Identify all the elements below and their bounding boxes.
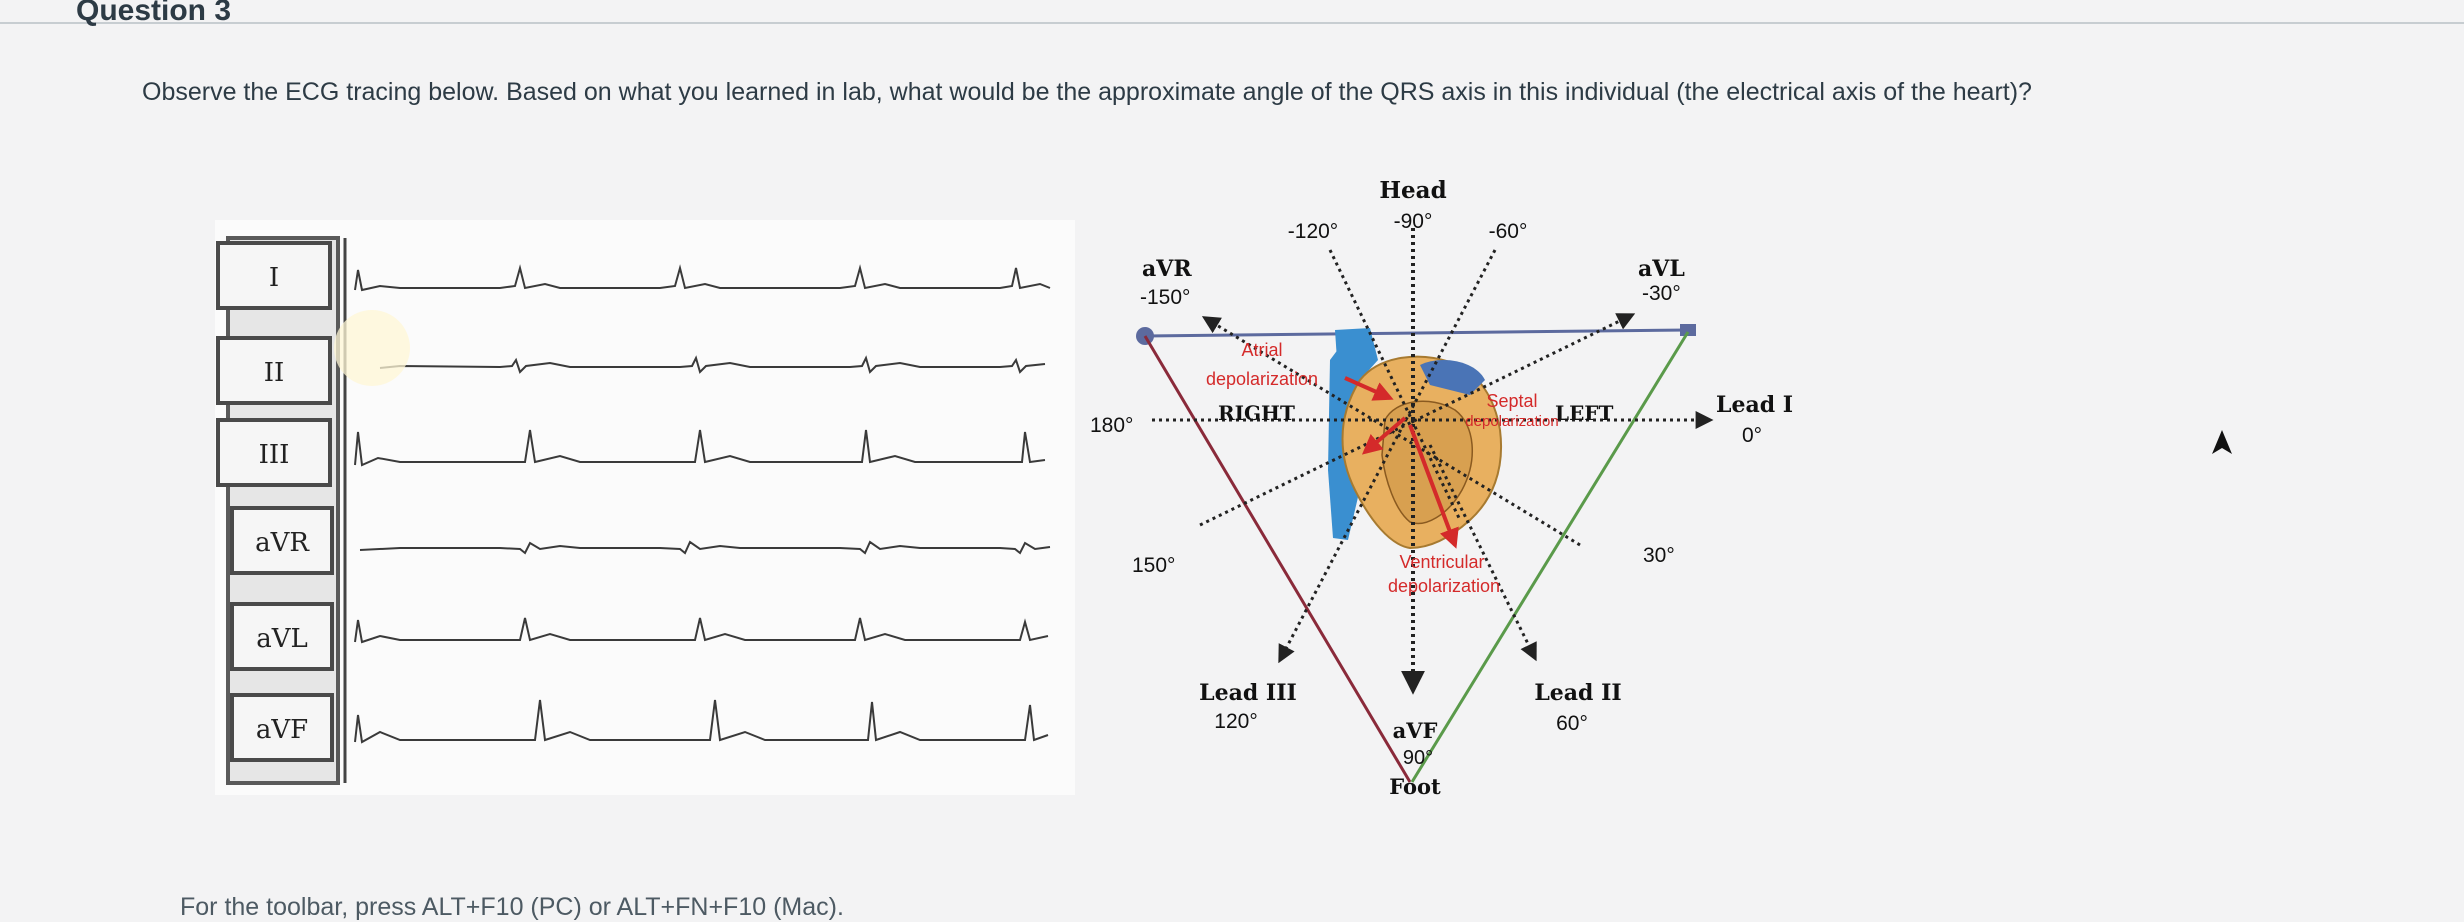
atrial-label-line2: depolarization [1206,369,1318,389]
ecg-lead-label-avl: aVL [256,624,308,654]
lead1-label: Lead I [1716,392,1793,418]
lead2-label: Lead II [1534,680,1621,706]
axis-avl [1199,313,1636,527]
axis-lead-ii [1428,444,1537,662]
septal-vector [1361,416,1407,455]
right-label: RIGHT [1218,401,1295,425]
deg-neg60-label: -60° [1489,220,1528,243]
ventricular-label-line2: depolarization [1388,576,1500,596]
septal-label-line2: depolarization [1465,413,1558,430]
atrial-label-line1: Atrial [1241,340,1282,360]
ecg-lead-box-avl [230,602,334,671]
axis-avr [1201,316,1581,547]
heart-left-atrium [1420,360,1485,395]
ecg-lead-box-ii [216,336,332,405]
axis-neg60 [1278,249,1497,664]
ecg-lead-label-ii: II [264,358,285,388]
ecg-trace-lead-iii [354,429,1046,467]
deg-150-label: 150° [1132,554,1175,577]
ecg-trace-lead-ii [379,355,1046,374]
question-text: Observe the ECG tracing below. Based on … [142,78,2032,106]
avf-label: aVF [1393,718,1438,743]
ecg-lead-label-iii: III [259,440,290,470]
ecg-trace-lead-avf [354,699,1049,744]
ecg-tracing: I II III aVR aVL aVF [215,220,1075,795]
ecg-lead-label-avf: aVF [256,715,308,745]
ecg-glare [334,310,410,386]
ecg-lead-box-iii [216,418,332,487]
avf-deg-label: 90° [1403,747,1433,769]
ecg-lead-box-i [216,241,332,310]
lead3-label: Lead III [1199,680,1297,706]
ecg-trace-lead-avl [354,617,1049,644]
toolbar-hint: For the toolbar, press ALT+F10 (PC) or A… [180,893,844,921]
ecg-trace-lead-i [354,264,1051,292]
avr-deg-label: -150° [1140,286,1190,309]
mouse-cursor-icon [2212,430,2232,454]
ecg-lead-box-avr [230,506,334,575]
lead-i-right-endpoint [1680,324,1696,336]
ecg-lead-box-avf [230,693,334,762]
avl-label: aVL [1638,256,1685,282]
ventricular-vector [1408,424,1459,549]
foot-label: Foot [1389,774,1441,799]
heart-inner-chamber [1381,400,1473,525]
lead-ii-line [1410,331,1690,783]
avl-deg-label: -30° [1642,282,1681,305]
deg-neg120-label: -120° [1288,220,1338,243]
avr-label: aVR [1142,256,1192,282]
septal-label-line1: Septal [1486,391,1537,411]
lead2-deg-label: 60° [1556,712,1588,735]
lead1-deg-label: 0° [1742,424,1762,447]
axis-neg120 [1328,249,1462,521]
header-divider [0,22,2464,24]
head-label: Head [1379,177,1446,204]
ecg-trace-lead-avr [359,540,1051,555]
atrial-vector [1344,376,1394,401]
deg-180-label: 180° [1090,414,1133,437]
question-title: Question 3 [76,0,232,27]
lead3-deg-label: 120° [1214,710,1257,733]
lead-iii-line [1143,335,1412,783]
ecg-lead-label-i: I [269,263,279,293]
axis-diagram: Head -90° -120° -60° aVR -150° aVL -30° … [1090,177,1793,799]
deg-neg90-label: -90° [1394,210,1433,233]
left-label: LEFT [1555,401,1614,425]
ventricular-label-line1: Ventricular [1399,552,1484,572]
deg-30-label: 30° [1643,544,1675,567]
ecg-lead-label-avr: aVR [255,528,310,558]
